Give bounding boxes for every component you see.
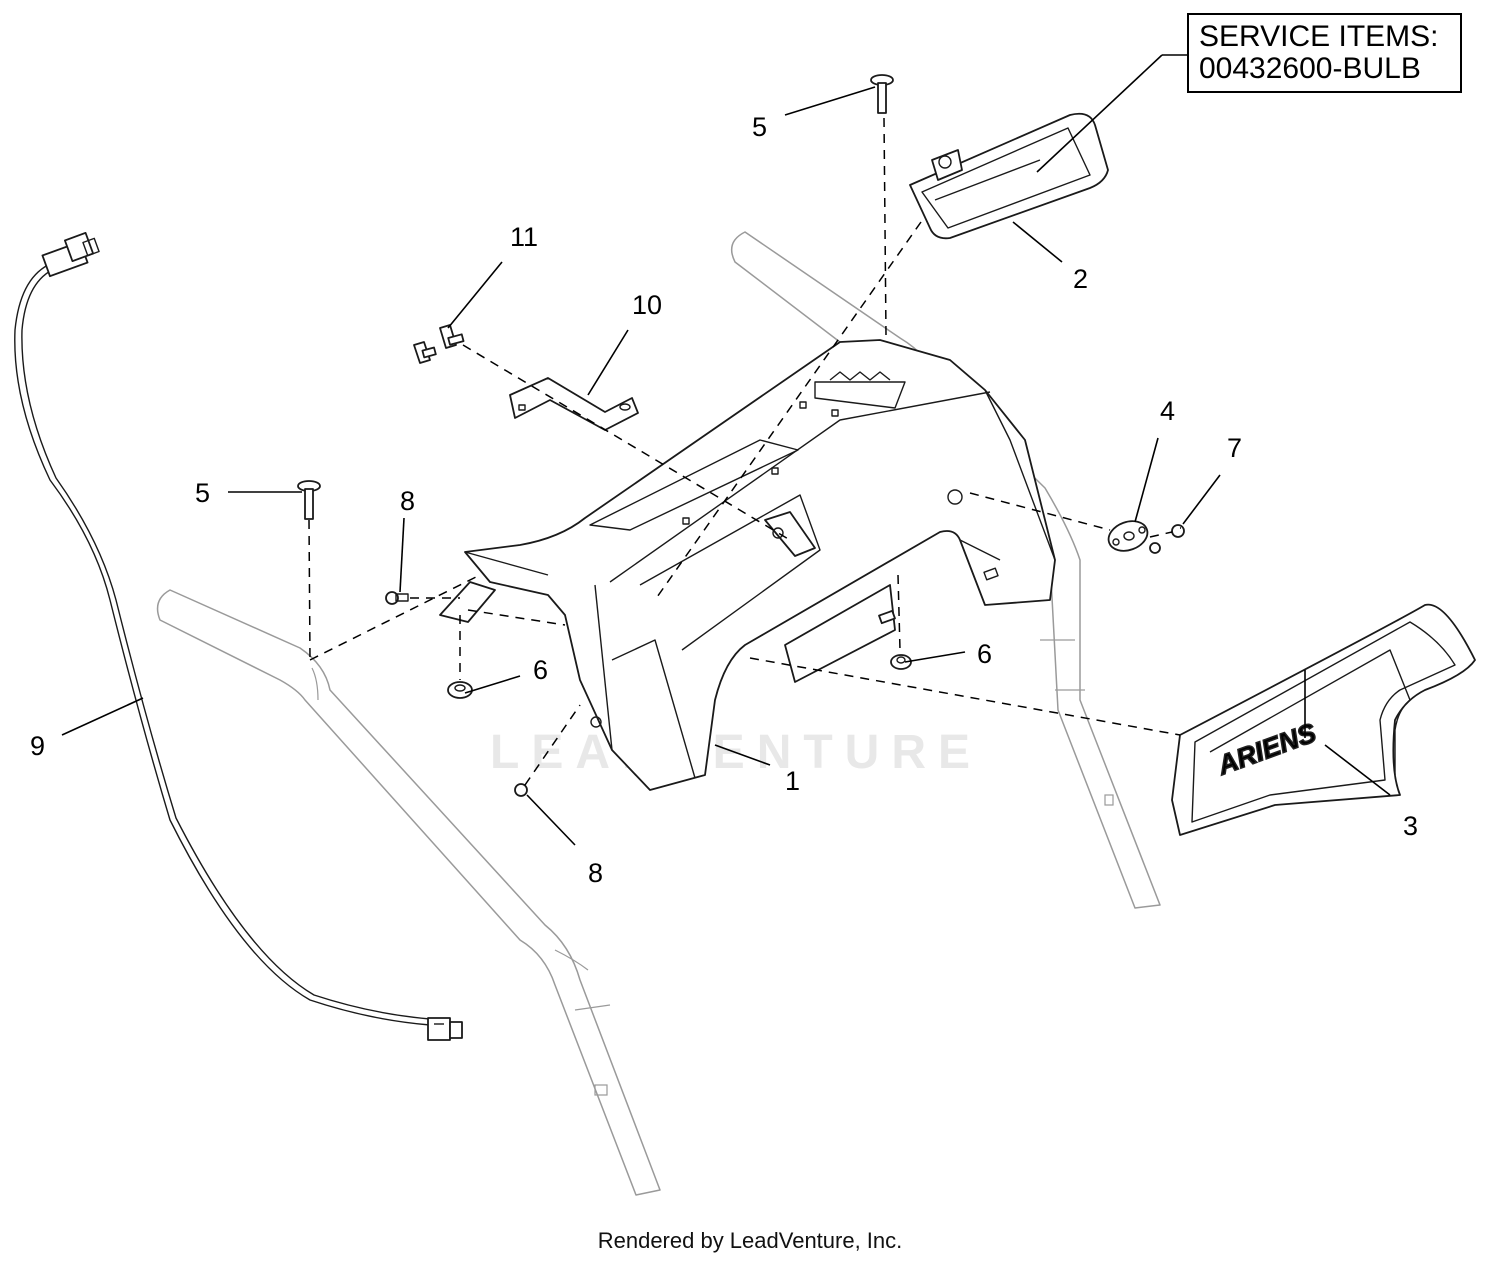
- service-items-heading: SERVICE ITEMS:: [1199, 20, 1439, 53]
- connector-top: [41, 232, 100, 278]
- assembly-lines: [308, 117, 1181, 786]
- callout-7: 7: [1227, 433, 1242, 463]
- callout-5-top: 5: [752, 112, 767, 142]
- bolt-5-left: [297, 480, 321, 520]
- callout-9: 9: [30, 731, 45, 761]
- clip-6-right: [890, 654, 912, 670]
- callout-11: 11: [510, 222, 538, 252]
- connector-bottom: [427, 1017, 463, 1041]
- service-item-part-number: 00432600-BULB: [1199, 52, 1421, 85]
- callout-8-lower: 8: [588, 858, 603, 888]
- clip-6-left: [447, 681, 473, 699]
- wire-harness: [14, 232, 463, 1041]
- service-items-box: SERVICE ITEMS: 00432600-BULB: [1187, 13, 1462, 93]
- screw-8-upper: [385, 591, 409, 605]
- bolt-11: [413, 324, 465, 364]
- callout-8-upper: 8: [400, 486, 415, 516]
- footer-credit: Rendered by LeadVenture, Inc.: [597, 1228, 903, 1253]
- callout-1: 1: [785, 766, 800, 796]
- bracket-left-tab: [439, 581, 496, 623]
- callout-labels: 1 2 3 4 5 5 6 6 7 8 8 9 10 11: [30, 112, 1418, 888]
- light-housing: [909, 112, 1109, 240]
- leader-lines: [61, 54, 1391, 846]
- callout-6-left: 6: [533, 655, 548, 685]
- logo-cover: ARIENS: [1171, 603, 1476, 836]
- callout-3: 3: [1403, 811, 1418, 841]
- callout-2: 2: [1073, 264, 1088, 294]
- bolt-lower-right: [878, 609, 896, 625]
- bolt-5-top: [870, 74, 894, 114]
- bracket-10: [509, 377, 639, 431]
- nut-7: [1149, 524, 1185, 554]
- dash-panel: [464, 339, 1056, 791]
- plate-4: [1107, 520, 1149, 552]
- bracket-inner-right: [764, 511, 816, 557]
- callout-5-left: 5: [195, 478, 210, 508]
- screw-8-lower: [514, 783, 528, 797]
- callout-4: 4: [1160, 396, 1175, 426]
- callout-6-right: 6: [977, 639, 992, 669]
- callout-10: 10: [632, 290, 662, 320]
- handlebar-left-ghost: [156, 589, 661, 1196]
- bracket-right-lower: [784, 584, 896, 683]
- watermark: LEADVENTURE: [490, 726, 983, 779]
